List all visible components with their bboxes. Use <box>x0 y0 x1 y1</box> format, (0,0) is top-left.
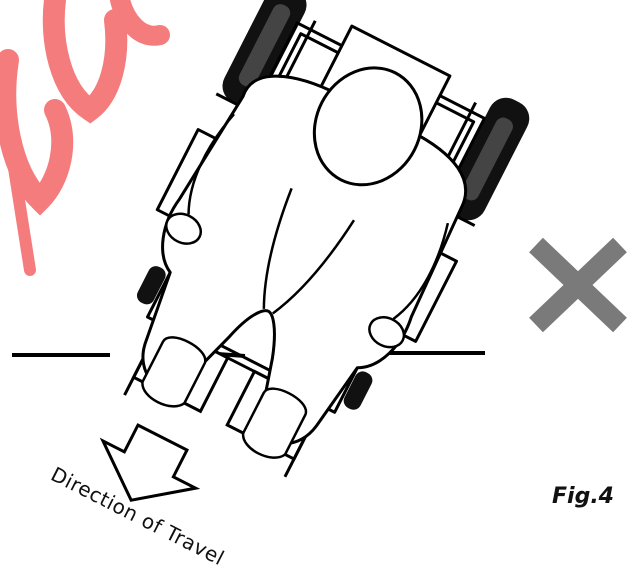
right-foot <box>241 387 307 459</box>
head <box>312 66 424 187</box>
left-hand <box>165 212 203 245</box>
floor-line <box>12 350 485 358</box>
left-foot <box>141 336 207 408</box>
wheelchair-with-user <box>123 0 530 478</box>
right-front-caster <box>343 371 373 410</box>
right-hand <box>368 316 406 349</box>
figure-label: Fig.4 <box>552 484 614 509</box>
incorrect-cross-icon <box>529 237 627 333</box>
direction-arrow <box>99 423 201 502</box>
watermark <box>0 0 170 276</box>
left-front-caster <box>136 266 166 305</box>
